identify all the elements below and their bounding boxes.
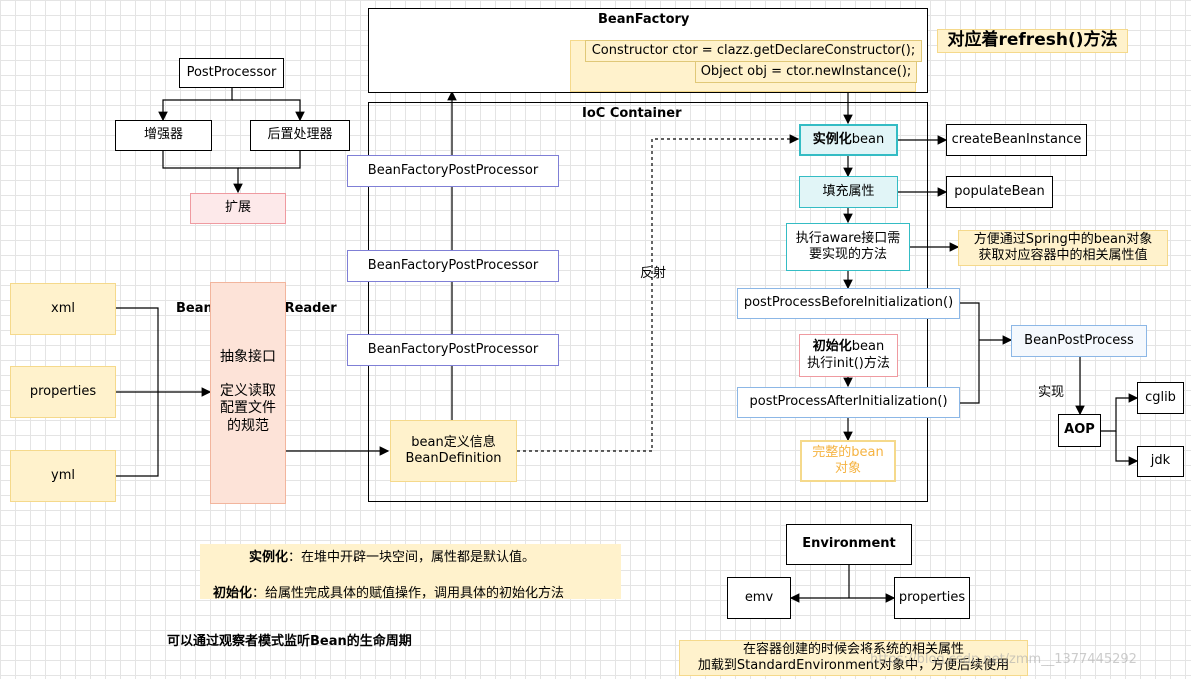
jdk-box: jdk	[1137, 446, 1184, 477]
yml-source-box: yml	[10, 450, 116, 502]
complete-bean-box: 完整的bean 对象	[800, 440, 896, 482]
reader-line-2: 定义读取	[220, 382, 276, 399]
aware-note-1: 方便通过Spring中的bean对象	[973, 231, 1153, 247]
bean-definition-box: bean定义信息 BeanDefinition	[390, 420, 517, 482]
instantiate-desc: ：在堆中开辟一块空间，属性都是默认值。	[288, 550, 536, 565]
instantiate-rest-text: bean	[851, 131, 885, 147]
environment-box: Environment	[786, 524, 912, 565]
refresh-label-text: 对应着refresh()方法	[947, 30, 1118, 51]
instantiate-term: 实例化	[249, 550, 289, 565]
cglib-box: cglib	[1137, 382, 1184, 414]
init-desc: ：给属性完成具体的赋值操作，调用具体的初始化方法	[252, 586, 565, 601]
emv-box: emv	[727, 577, 791, 619]
init-term: 初始化	[213, 586, 253, 601]
definitions-note	[200, 544, 621, 599]
init-rest-text: bean	[851, 339, 885, 355]
implement-label: 实现	[1038, 385, 1065, 400]
aware-note-2: 获取对应容器中的相关属性值	[978, 248, 1148, 263]
bfpp-box-3: BeanFactoryPostProcessor	[347, 334, 559, 366]
aware-line-2: 要实现的方法	[808, 247, 887, 262]
init-line-2: 执行init()方法	[807, 355, 890, 371]
extend-box: 扩展	[190, 193, 286, 224]
observer-note: 可以通过观察者模式监听Bean的生命周期	[167, 634, 412, 649]
bean-definition-line-1: bean定义信息	[411, 434, 496, 450]
complete-line-2: 对象	[834, 461, 861, 476]
post-handler-box: 后置处理器	[250, 120, 350, 151]
code-line-new-instance: Object obj = ctor.newInstance();	[695, 61, 917, 83]
watermark-text: https://blog.csdn.net/zmm__1377445292	[870, 652, 1137, 667]
init-definition: 初始化：给属性完成具体的赋值操作，调用具体的初始化方法	[213, 582, 564, 601]
after-init-box: postProcessAfterInitialization()	[737, 387, 960, 418]
bfpp-box-1: BeanFactoryPostProcessor	[347, 155, 559, 187]
reader-line-1: 抽象接口	[220, 349, 276, 365]
bean-factory-title: BeanFactory	[598, 12, 690, 27]
xml-source-box: xml	[10, 283, 116, 335]
refresh-label: 对应着refresh()方法	[937, 29, 1128, 53]
env-properties-box: properties	[894, 577, 970, 619]
ioc-container-title: IoC Container	[582, 106, 682, 121]
before-init-box: postProcessBeforeInitialization()	[737, 288, 960, 319]
properties-source-box: properties	[10, 366, 116, 418]
post-processor-box: PostProcessor	[179, 58, 284, 88]
bean-post-process-box: BeanPostProcess	[1011, 325, 1147, 357]
complete-line-1: 完整的bean	[812, 444, 884, 460]
init-bold-text: 初始化	[812, 339, 852, 355]
aop-box: AOP	[1058, 414, 1101, 447]
reflection-label: 反射	[640, 266, 667, 281]
create-bean-instance-box: createBeanInstance	[946, 124, 1087, 156]
environment-note-2: 加载到StandardEnvironment对象中，方便后续使用	[697, 658, 1010, 673]
enhancer-box: 增强器	[115, 120, 212, 151]
instantiate-definition: 实例化：在堆中开辟一块空间，属性都是默认值。	[249, 546, 535, 565]
environment-note-1: 在容器创建的时候会将系统的相关属性	[742, 641, 964, 657]
bean-definition-line-2: BeanDefinition	[405, 451, 502, 466]
populate-box: 填充属性	[799, 176, 898, 208]
code-line-constructor: Constructor ctor = clazz.getDeclareConst…	[585, 40, 922, 62]
reader-box: 抽象接口 定义读取 配置文件 的规范	[210, 282, 286, 504]
populate-bean-box: populateBean	[946, 176, 1053, 208]
init-bean-box: 初始化bean 执行init()方法	[799, 334, 898, 377]
aware-box: 执行aware接口需 要实现的方法	[786, 223, 910, 271]
aware-note-box: 方便通过Spring中的bean对象 获取对应容器中的相关属性值	[958, 230, 1168, 266]
environment-note-box: 在容器创建的时候会将系统的相关属性 加载到StandardEnvironment…	[679, 640, 1028, 676]
bfpp-box-2: BeanFactoryPostProcessor	[347, 250, 559, 282]
aware-line-1: 执行aware接口需	[795, 230, 901, 246]
reader-line-4: 的规范	[227, 417, 269, 434]
reader-line-3: 配置文件	[220, 400, 276, 416]
instantiate-bold-text: 实例化	[812, 131, 852, 147]
